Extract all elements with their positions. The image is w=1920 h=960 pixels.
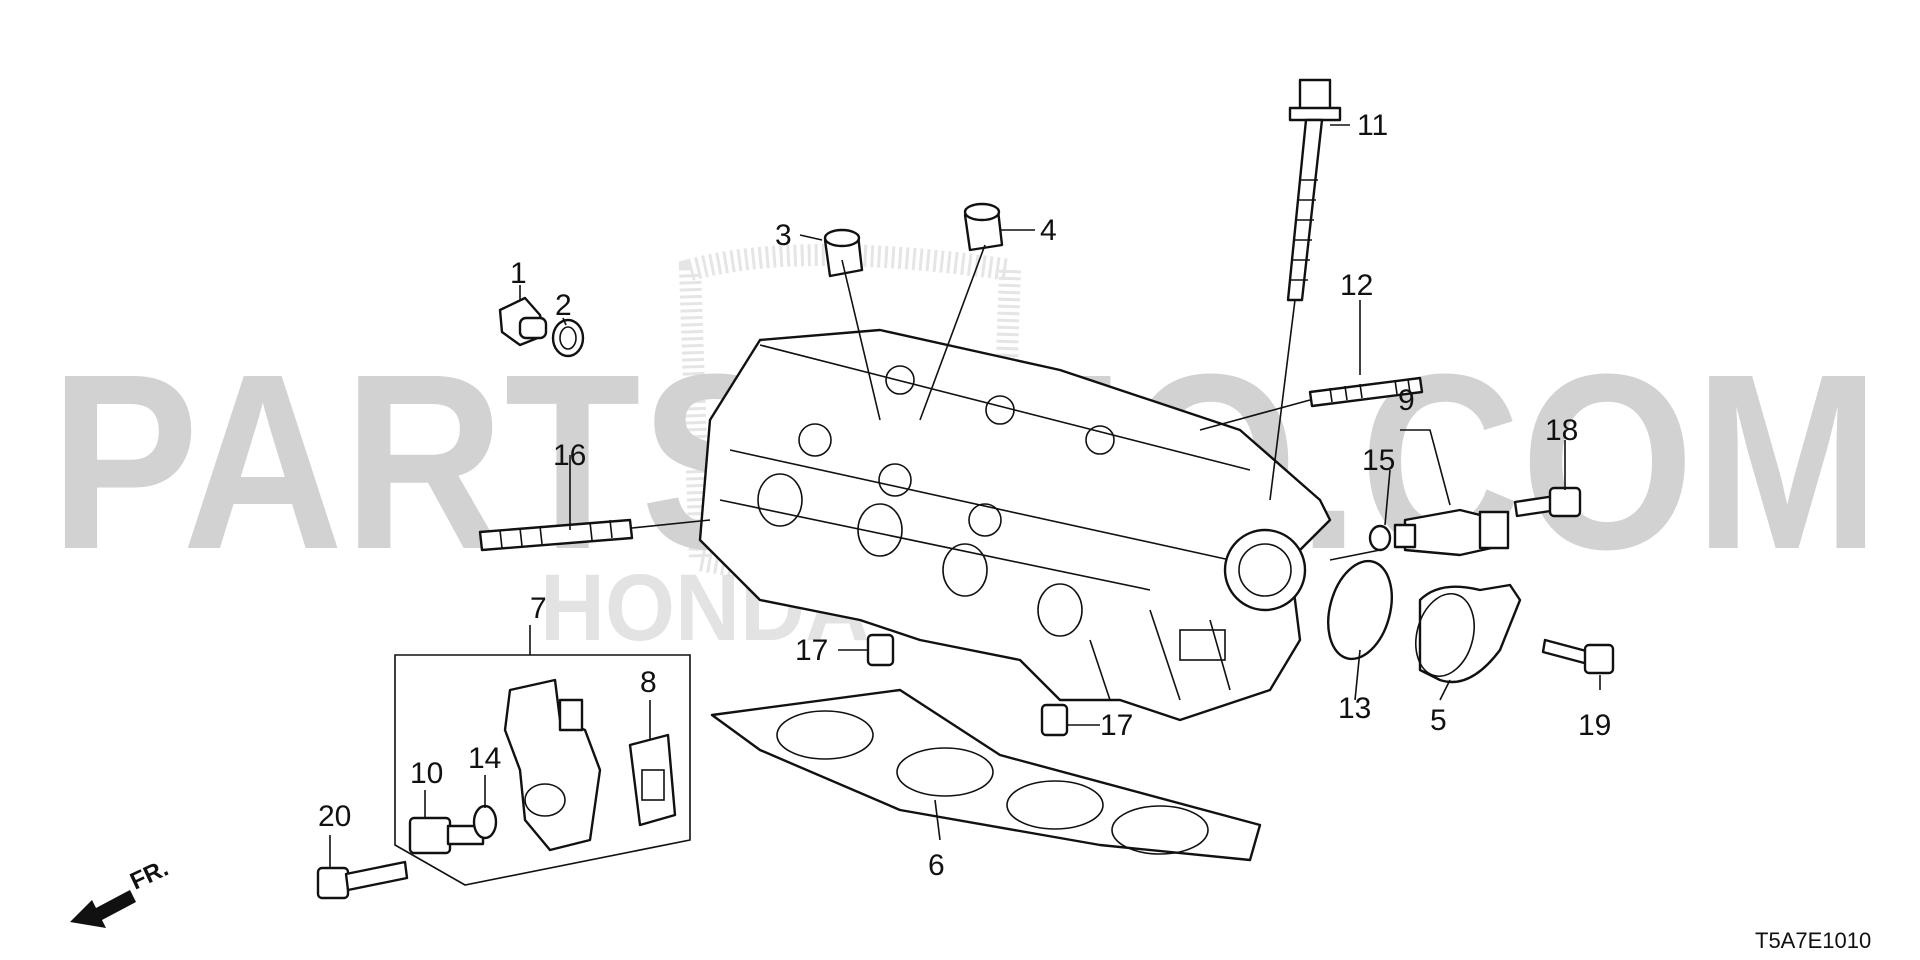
washer-15 (1368, 524, 1392, 552)
stud-bolt-16 (478, 518, 634, 552)
seal-cap-4 (963, 202, 1004, 252)
callout-3: 3 (775, 219, 792, 252)
callout-19: 19 (1578, 709, 1611, 742)
callout-15: 15 (1362, 444, 1395, 477)
callout-10: 10 (410, 757, 443, 790)
washer-2 (551, 318, 585, 358)
callout-17-a: 17 (795, 634, 828, 667)
sealing-bolt-1 (498, 296, 548, 347)
callout-4: 4 (1040, 214, 1057, 247)
callout-11: 11 (1357, 109, 1388, 142)
cylinder-head (698, 328, 1332, 722)
spool-valve-assembly (394, 654, 691, 886)
dowel-pin-17-a (866, 633, 895, 667)
bolt-18 (1513, 486, 1582, 518)
callouts: 1 2 3 4 5 6 7 8 9 10 11 12 13 14 15 16 1… (318, 109, 1611, 882)
callout-7: 7 (530, 592, 547, 625)
dowel-pin-17-b (1040, 703, 1069, 737)
callout-8: 8 (640, 666, 657, 699)
seal-cap-3 (823, 228, 864, 278)
callout-13: 13 (1338, 692, 1371, 725)
callout-12: 12 (1340, 269, 1373, 302)
gasket-8 (628, 733, 677, 827)
callout-17-b: 17 (1100, 709, 1133, 742)
callout-16: 16 (553, 439, 586, 472)
bolt-19 (1541, 638, 1615, 675)
head-bolt-long (1286, 78, 1342, 302)
diagram-code: T5A7E1010 (1755, 928, 1871, 953)
stud-bolt-12 (1308, 376, 1424, 408)
oil-pressure-switch-9 (1393, 508, 1510, 557)
front-direction-indicator: FR. (70, 855, 173, 928)
direction-label: FR. (126, 855, 172, 896)
water-outlet-5 (1415, 583, 1522, 684)
callout-2: 2 (555, 289, 572, 322)
callout-5: 5 (1430, 704, 1447, 737)
o-ring-14 (472, 804, 498, 840)
callout-20: 20 (318, 800, 351, 833)
direction-arrow-icon (70, 890, 136, 928)
callout-6: 6 (928, 849, 945, 882)
callout-14: 14 (468, 742, 501, 775)
callout-18: 18 (1545, 414, 1578, 447)
bolt-10 (408, 816, 485, 855)
bolt-20 (316, 860, 409, 900)
callout-1: 1 (510, 257, 527, 290)
head-gasket (710, 688, 1262, 862)
callout-9: 9 (1398, 384, 1415, 417)
leader-lines (329, 124, 1601, 868)
o-ring-13 (1327, 559, 1393, 661)
